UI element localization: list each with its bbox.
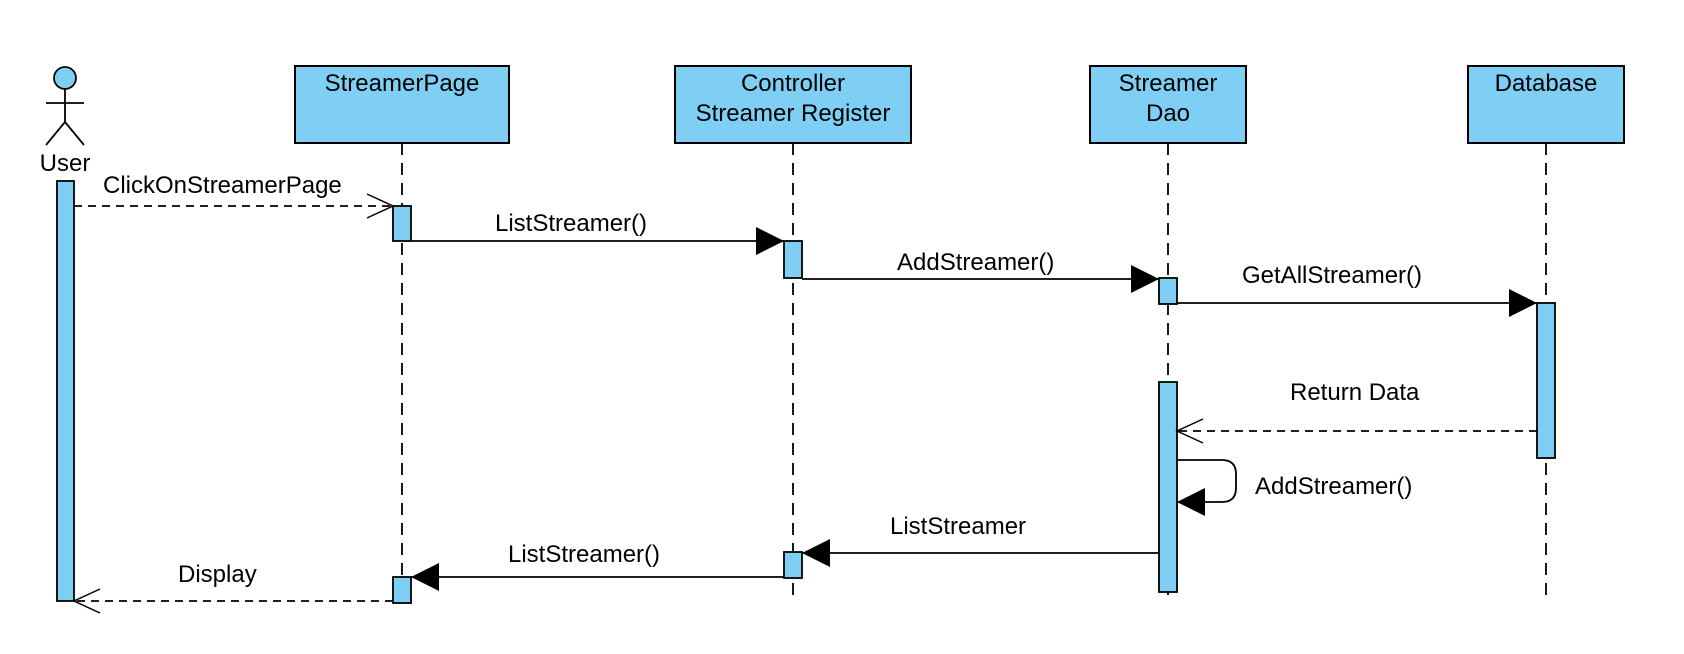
activation-streamer-dao-1 — [1158, 277, 1178, 305]
participant-label-line-2: Dao — [1146, 100, 1190, 127]
participant-streamer-dao: Streamer Dao — [1089, 65, 1247, 144]
activation-controller-2 — [783, 551, 803, 579]
message-return-data: Return Data — [1175, 379, 1537, 444]
stick-figure-icon — [45, 66, 85, 146]
participant-box — [1467, 65, 1625, 144]
message-arrow — [1177, 459, 1237, 516]
participant-label: Database — [1495, 70, 1598, 97]
message-label: ListStreamer() — [508, 541, 660, 568]
participant-box — [674, 65, 912, 144]
activation-controller-1 — [783, 240, 803, 279]
message-label: Return Data — [1290, 379, 1420, 406]
message-label: AddStreamer() — [897, 249, 1054, 276]
participant-label-line-2: Streamer Register — [696, 100, 891, 127]
participant-database: Database — [1467, 65, 1625, 144]
participant-streamer-page: StreamerPage — [294, 65, 510, 144]
participant-label-line-1: Streamer — [1119, 70, 1218, 97]
message-label: ClickOnStreamerPage — [103, 172, 342, 199]
message-add-streamer-self: AddStreamer() — [1177, 459, 1412, 516]
actor-user: User — [40, 66, 91, 177]
message-list-streamer-return: ListStreamer — [802, 513, 1159, 567]
participant-label-line-1: Controller — [741, 70, 845, 97]
activation-bars — [56, 180, 1556, 604]
participant-box — [1089, 65, 1247, 144]
message-list-streamer-call-2: ListStreamer() — [411, 541, 784, 591]
message-label: GetAllStreamer() — [1242, 262, 1422, 289]
activation-streamer-page-1 — [392, 205, 412, 242]
participant-box — [294, 65, 510, 144]
message-display: Display — [72, 561, 393, 614]
activation-user — [56, 180, 75, 602]
activation-streamer-dao-2 — [1158, 381, 1178, 593]
message-add-streamer-call: AddStreamer() — [802, 249, 1159, 293]
activation-database — [1536, 302, 1556, 459]
message-label: ListStreamer — [890, 513, 1026, 540]
message-list-streamer-call-1: ListStreamer() — [411, 210, 784, 255]
message-label: AddStreamer() — [1255, 473, 1412, 500]
participant-label: StreamerPage — [325, 70, 480, 97]
participant-controller-streamer-register: Controller Streamer Register — [674, 65, 912, 144]
message-label: Display — [178, 561, 257, 588]
message-label: ListStreamer() — [495, 210, 647, 237]
actor-label: User — [40, 150, 91, 177]
message-get-all-streamer-call: GetAllStreamer() — [1177, 262, 1537, 317]
activation-streamer-page-2 — [392, 576, 412, 604]
message-click-on-streamer-page: ClickOnStreamerPage — [74, 172, 395, 219]
